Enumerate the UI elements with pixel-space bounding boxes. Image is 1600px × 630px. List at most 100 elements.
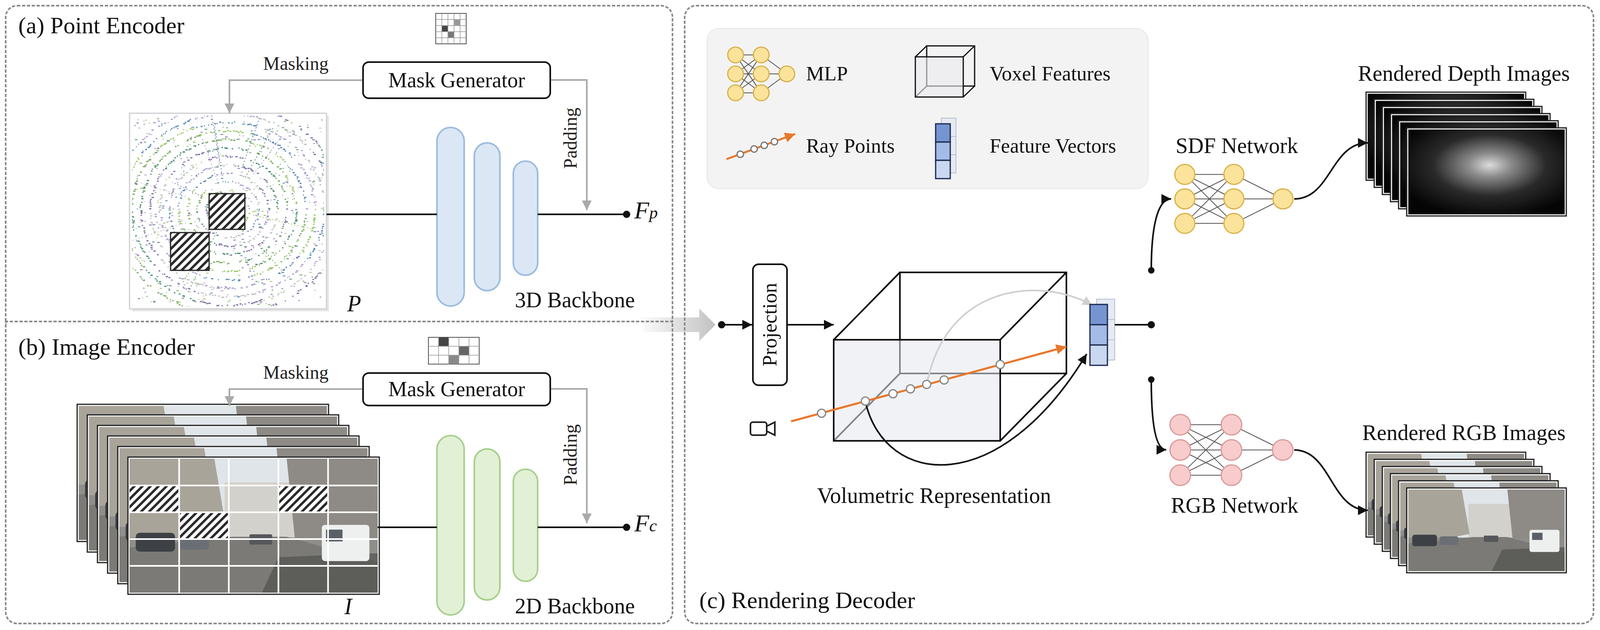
lidar-point <box>166 252 169 255</box>
lidar-point <box>240 184 243 186</box>
rendered-rgb-image <box>1408 489 1565 572</box>
lidar-point <box>139 207 141 209</box>
lidar-point <box>289 170 291 172</box>
lidar-point <box>188 144 191 146</box>
lidar-point <box>313 169 314 171</box>
lidar-point <box>199 301 202 303</box>
lidar-point <box>254 236 256 238</box>
lidar-point <box>245 259 247 261</box>
lidar-point <box>153 190 155 192</box>
node-label: Rendered RGB Images <box>1362 420 1566 446</box>
lidar-point <box>313 218 316 221</box>
lidar-point <box>284 279 286 282</box>
lidar-point <box>177 155 179 157</box>
lidar-point <box>153 224 156 226</box>
lidar-point <box>132 226 134 228</box>
mlp-neuron <box>1221 414 1242 436</box>
lidar-point <box>255 186 257 189</box>
lidar-point <box>296 178 299 180</box>
lidar-point <box>320 207 324 210</box>
mlp-neuron <box>753 84 770 101</box>
lidar-point <box>200 194 202 197</box>
lidar-point <box>179 222 182 225</box>
lidar-point <box>263 261 267 263</box>
lidar-point <box>131 200 133 202</box>
lidar-point <box>183 170 185 173</box>
lidar-point <box>276 233 278 235</box>
edge-label: Masking <box>260 362 331 384</box>
lidar-point <box>172 137 174 139</box>
lidar-point <box>274 176 276 178</box>
lidar-point <box>138 143 140 145</box>
lidar-point <box>235 182 237 184</box>
lidar-point <box>192 141 196 143</box>
lidar-point <box>181 305 183 307</box>
lidar-point <box>195 175 198 177</box>
lidar-point <box>288 236 290 238</box>
lidar-point <box>258 210 260 212</box>
lidar-point <box>313 221 316 223</box>
lidar-point <box>157 118 159 120</box>
lidar-point <box>142 280 145 282</box>
lidar-point <box>203 225 205 228</box>
lidar-point <box>169 216 171 218</box>
lidar-point <box>270 268 273 270</box>
lidar-point <box>137 157 139 159</box>
lidar-streak <box>245 127 274 178</box>
lidar-point <box>155 138 158 140</box>
lidar-point <box>275 134 278 136</box>
lidar-point <box>295 245 298 247</box>
lidar-point <box>208 124 210 126</box>
lidar-point <box>161 125 163 127</box>
lidar-point <box>284 233 287 235</box>
lidar-point <box>297 155 299 157</box>
lidar-point <box>251 268 253 270</box>
lidar-point <box>288 235 290 238</box>
lidar-point <box>141 259 143 262</box>
lidar-point <box>203 125 205 127</box>
lidar-point <box>161 196 164 199</box>
lidar-point <box>258 281 260 284</box>
lidar-point <box>296 211 299 214</box>
lidar-point <box>189 222 193 225</box>
lidar-point <box>244 303 246 305</box>
mlp-neuron <box>778 66 795 83</box>
lidar-point <box>280 147 283 149</box>
lidar-point <box>168 209 171 211</box>
lidar-point <box>149 200 152 202</box>
lidar-point <box>140 265 143 267</box>
lidar-point <box>278 135 280 137</box>
lidar-point <box>243 251 245 253</box>
lidar-point <box>183 287 185 290</box>
set-symbol: P <box>347 290 362 317</box>
lidar-point <box>162 156 164 158</box>
lidar-point <box>142 192 144 194</box>
lidar-point <box>271 298 274 300</box>
lidar-point <box>322 235 325 237</box>
lidar-point <box>280 291 282 294</box>
lidar-point <box>301 230 304 232</box>
lidar-point <box>306 133 309 135</box>
lidar-point <box>222 131 225 133</box>
lidar-point <box>196 211 199 213</box>
lidar-point <box>194 189 196 191</box>
lidar-point <box>222 138 224 140</box>
padding-label: Padding <box>559 107 582 169</box>
lidar-point <box>150 301 152 303</box>
lidar-point <box>255 198 258 200</box>
lidar-point <box>313 217 316 219</box>
lidar-point <box>212 232 215 234</box>
lidar-point <box>179 188 182 190</box>
lidar-point <box>256 273 258 275</box>
lidar-point <box>292 133 295 135</box>
lidar-point <box>182 286 184 288</box>
lidar-point <box>156 276 159 278</box>
lidar-point <box>261 155 264 158</box>
lidar-point <box>188 120 191 122</box>
lidar-point <box>300 128 303 130</box>
lidar-point <box>220 153 221 156</box>
lidar-point <box>306 177 308 179</box>
lidar-point <box>305 220 309 223</box>
lidar-point <box>281 157 283 159</box>
lidar-point <box>318 250 321 252</box>
